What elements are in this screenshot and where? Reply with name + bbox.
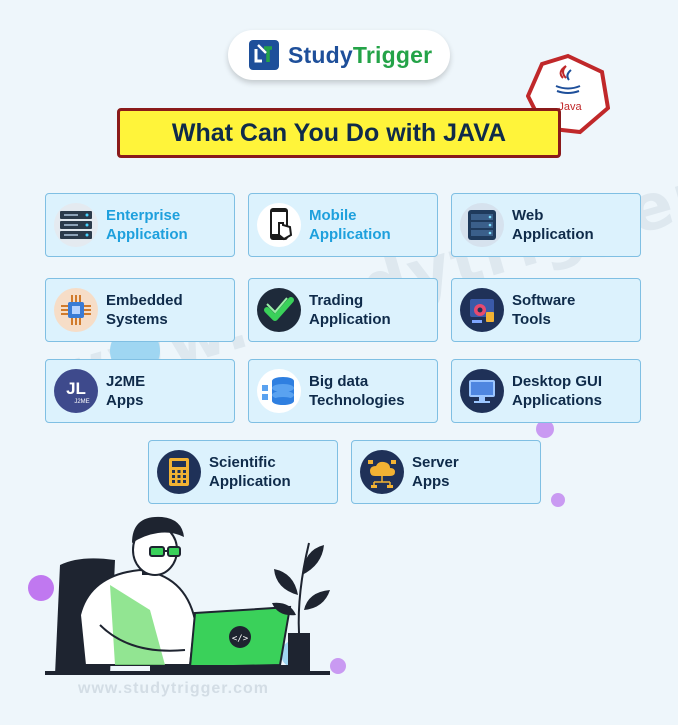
card-label-line2: Application: [309, 226, 391, 243]
cloud-network-icon: [360, 450, 404, 494]
server-rack-icon: [54, 203, 98, 247]
card-server-apps[interactable]: Server Apps: [351, 440, 541, 504]
j2me-icon-subtext: J2ME: [74, 399, 89, 405]
card-trading-application[interactable]: Trading Application: [248, 278, 438, 342]
card-enterprise-application[interactable]: Enterprise Application: [45, 193, 235, 257]
card-scientific-application[interactable]: Scientific Application: [148, 440, 338, 504]
card-label: Trading Application: [309, 291, 391, 329]
card-label-line1: Embedded: [106, 292, 183, 309]
card-label-line2: Application: [309, 311, 391, 328]
card-mobile-application[interactable]: Mobile Application: [248, 193, 438, 257]
footer-url[interactable]: www.studytrigger.com: [78, 680, 269, 697]
calculator-icon: [157, 450, 201, 494]
title-banner: What Can You Do with JAVA: [117, 108, 561, 158]
card-label-line2: Application: [209, 473, 291, 490]
card-label-line2: Application: [512, 226, 594, 243]
card-embedded-systems[interactable]: Embedded Systems: [45, 278, 235, 342]
card-label-line2: Apps: [412, 473, 450, 490]
card-label: Software Tools: [512, 291, 575, 329]
software-tools-icon: [460, 288, 504, 332]
card-label-line1: Web: [512, 207, 544, 224]
j2me-logo-icon: JL J2ME: [54, 369, 98, 413]
j2me-icon-text: JL: [66, 379, 86, 398]
java-badge-label: Java: [558, 101, 582, 113]
card-label-line2: Application: [106, 226, 188, 243]
card-label: Mobile Application: [309, 206, 391, 244]
card-software-tools[interactable]: Software Tools: [451, 278, 641, 342]
desktop-monitor-icon: [460, 369, 504, 413]
card-label: Big data Technologies: [309, 372, 405, 410]
decor-dot: [536, 420, 554, 438]
big-data-icon: [257, 369, 301, 413]
card-desktop-gui-applications[interactable]: Desktop GUI Applications: [451, 359, 641, 423]
page-title: What Can You Do with JAVA: [171, 118, 507, 147]
smartphone-tap-icon: [257, 203, 301, 247]
card-label-line1: Big data: [309, 373, 369, 390]
card-label: Scientific Application: [209, 453, 291, 491]
trading-checkmark-icon: [257, 288, 301, 332]
decor-dot: [551, 493, 565, 507]
studytrigger-logo-icon: [249, 40, 279, 70]
developer-illustration: </>: [45, 516, 330, 675]
card-label: Web Application: [512, 206, 594, 244]
card-label: Embedded Systems: [106, 291, 183, 329]
card-label-line1: Enterprise: [106, 207, 181, 224]
card-label-line1: Server: [412, 454, 459, 471]
card-label: Desktop GUI Applications: [512, 372, 602, 410]
card-label-line2: Technologies: [309, 392, 405, 409]
card-label-line2: Applications: [512, 392, 603, 409]
web-server-icon: [460, 203, 504, 247]
card-label: Enterprise Application: [106, 206, 188, 244]
card-label-line2: Apps: [106, 392, 144, 409]
brand-name-part2: Trigger: [352, 41, 433, 68]
card-label-line1: J2ME: [106, 373, 146, 390]
decor-dot: [28, 575, 54, 601]
card-label-line1: Software: [512, 292, 576, 309]
card-label: Server Apps: [412, 453, 459, 491]
card-label-line1: Trading: [309, 292, 364, 309]
card-label: J2ME Apps: [106, 372, 145, 410]
card-label-line1: Mobile: [309, 207, 357, 224]
microchip-icon: [54, 288, 98, 332]
laptop-code-symbol: </>: [232, 634, 249, 644]
card-label-line2: Systems: [106, 311, 168, 328]
card-label-line1: Desktop GUI: [512, 373, 603, 390]
brand-name: StudyTrigger: [288, 42, 432, 69]
card-web-application[interactable]: Web Application: [451, 193, 641, 257]
decor-dot: [330, 658, 346, 674]
brand-name-part1: Study: [288, 41, 353, 68]
card-label-line2: Tools: [512, 311, 551, 328]
card-big-data-technologies[interactable]: Big data Technologies: [248, 359, 438, 423]
brand-logo[interactable]: StudyTrigger: [228, 30, 450, 80]
card-j2me-apps[interactable]: JL J2ME J2ME Apps: [45, 359, 235, 423]
card-label-line1: Scientific: [209, 454, 276, 471]
